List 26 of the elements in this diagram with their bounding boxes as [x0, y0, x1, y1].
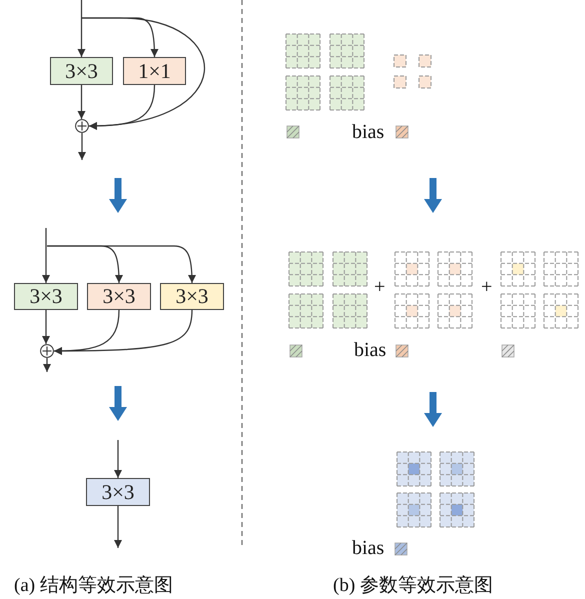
arrow [47, 245, 196, 283]
kernel-box: 3×3 [50, 57, 113, 85]
arrow [42, 310, 50, 344]
plus-sign: + [481, 276, 492, 299]
arrow [114, 506, 122, 548]
kernel-box: 1×1 [123, 57, 186, 85]
sum-circle [40, 344, 54, 358]
arrow [43, 358, 51, 372]
caption: (b) 参数等效示意图 [333, 574, 493, 598]
kernel-box: 3×3 [87, 283, 151, 310]
bias-label: bias [352, 537, 384, 560]
bias-label: bias [354, 339, 386, 362]
arrow [42, 228, 50, 283]
plus-sign: + [374, 276, 386, 299]
arrow [89, 84, 156, 130]
arrow [78, 85, 86, 119]
arrow [114, 440, 122, 478]
sum-circle [75, 119, 89, 133]
caption: (a) 结构等效示意图 [14, 574, 173, 598]
kernel-box: 3×3 [160, 283, 224, 310]
arrow [78, 133, 86, 160]
arrow [54, 310, 193, 355]
kernel-box: 3×3 [86, 478, 150, 506]
kernel-box: 3×3 [14, 283, 78, 310]
arrow [78, 0, 86, 57]
bias-label: bias [352, 121, 384, 144]
